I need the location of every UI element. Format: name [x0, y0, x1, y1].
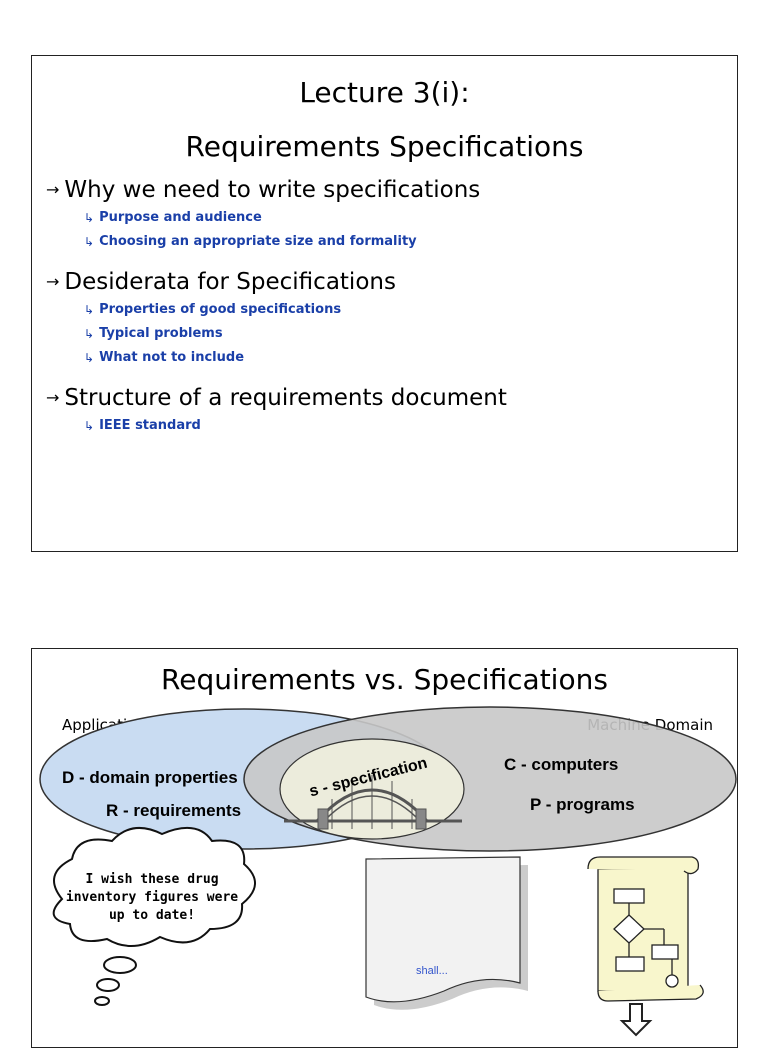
slide-2: Requirements vs. Specifications Applicat…: [31, 648, 738, 1048]
sub-item-label: Properties of good specifications: [99, 302, 342, 317]
sub-item: ↳ What not to include: [84, 346, 727, 370]
sub-item: ↳ Properties of good specifications: [84, 298, 727, 322]
sub-list: ↳ Purpose and audience ↳ Choosing an appro…: [84, 206, 727, 254]
sub-list: ↳ IEEE standard: [84, 414, 727, 438]
bullet-structure: → Structure of a requirements document: [46, 384, 727, 412]
venn-diagram: [39, 706, 737, 1037]
shall-text: shall...: [416, 965, 448, 977]
slide-1: Lecture 3(i): Requirements Specification…: [31, 55, 738, 552]
sub-arrow-icon: ↳: [84, 235, 95, 249]
scroll-flowchart-icon: [587, 856, 704, 1002]
sub-item-label: What not to include: [99, 350, 245, 365]
sub-item-label: IEEE standard: [99, 418, 201, 433]
down-arrow-icon: [619, 1003, 653, 1037]
sub-list: ↳ Properties of good specifications ↳ Typi…: [84, 298, 727, 370]
bullet-label: Structure of a requirements document: [64, 385, 507, 411]
sub-arrow-icon: ↳: [84, 419, 95, 433]
sub-arrow-icon: ↳: [84, 351, 95, 365]
requirements-label: R - requirements: [106, 801, 242, 820]
bullet-why: → Why we need to write specifications: [46, 176, 727, 204]
computers-label: C - computers: [504, 755, 619, 774]
sub-item-label: Purpose and audience: [99, 210, 262, 225]
document-icon: [365, 856, 528, 1010]
thought-line: I wish these drug: [85, 872, 219, 887]
bullet-label: Desiderata for Specifications: [64, 269, 396, 295]
bullet-label: Why we need to write specifications: [64, 177, 481, 203]
sub-item: ↳ Typical problems: [84, 322, 727, 346]
sub-item: ↳ Purpose and audience: [84, 206, 727, 230]
sub-arrow-icon: ↳: [84, 211, 95, 225]
slide-1-title-line2: Requirements Specifications: [185, 130, 584, 163]
slide-1-title-line1: Lecture 3(i):: [299, 76, 470, 109]
sub-item-label: Typical problems: [99, 326, 223, 341]
thought-bubble-icon: [52, 826, 256, 1006]
sub-item-label: Choosing an appropriate size and formali…: [99, 234, 417, 249]
thought-line: inventory figures were: [65, 890, 239, 905]
bullet-desiderata: → Desiderata for Specifications: [46, 268, 727, 296]
thought-line: up to date!: [108, 908, 196, 923]
sub-arrow-icon: ↳: [84, 303, 95, 317]
sub-item: ↳ IEEE standard: [84, 414, 727, 438]
programs-label: P - programs: [530, 795, 635, 814]
arrow-icon: →: [46, 272, 60, 291]
thought-text: I wish these drug inventory figures were…: [52, 871, 252, 925]
harbour-bridge-icon: [284, 775, 462, 830]
sub-arrow-icon: ↳: [84, 327, 95, 341]
bullet-list: → Why we need to write specifications ↳ P…: [46, 176, 727, 452]
domain-properties-label: D - domain properties: [62, 768, 238, 787]
arrow-icon: →: [46, 180, 60, 199]
slide-2-title: Requirements vs. Specifications: [161, 663, 608, 696]
arrow-icon: →: [46, 388, 60, 407]
sub-item: ↳ Choosing an appropriate size and formal…: [84, 230, 727, 254]
